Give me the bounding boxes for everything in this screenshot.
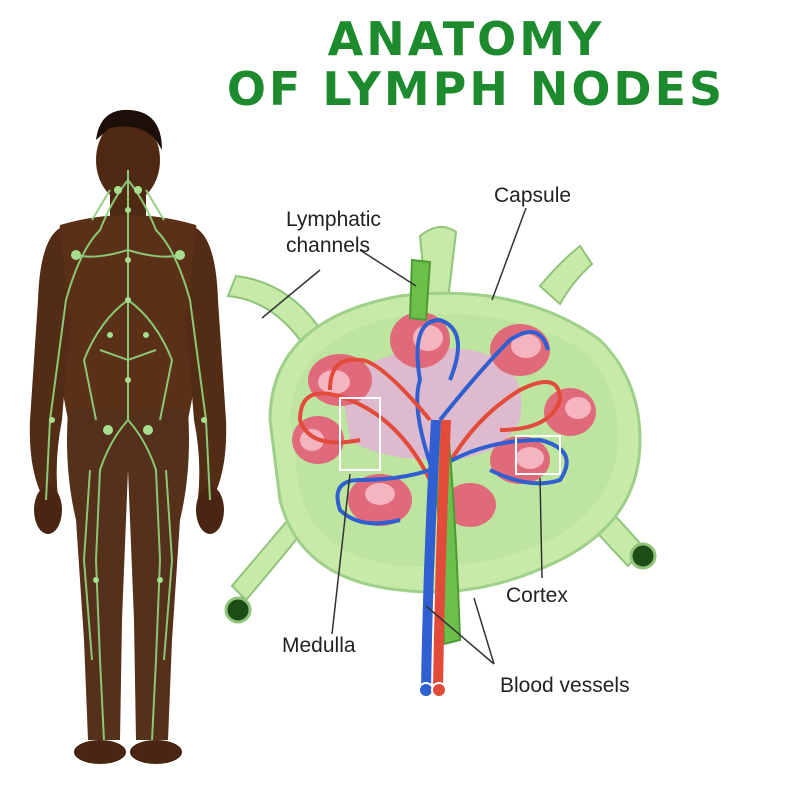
vessel-opening-right xyxy=(629,542,657,570)
cortex-highlight-box xyxy=(515,435,561,475)
left-hand xyxy=(34,486,62,534)
vein-opening xyxy=(418,682,434,698)
title-line-1: ANATOMY xyxy=(327,12,605,66)
left-arm xyxy=(29,228,70,500)
afferent-lymphatic-top xyxy=(408,258,432,322)
left-foot xyxy=(74,740,126,764)
hair xyxy=(96,109,162,150)
head xyxy=(96,118,160,202)
vein xyxy=(421,419,441,691)
label-capsule: Capsule xyxy=(494,184,571,207)
vessel-loops xyxy=(297,317,569,526)
artery xyxy=(433,419,451,691)
title-line-2: OF LYMPH NODES xyxy=(226,62,726,116)
right-hand xyxy=(196,486,224,534)
medulla-highlight-box xyxy=(339,397,381,471)
label-lymphatic-line2: channels xyxy=(286,234,370,257)
label-blood-vessels: Blood vessels xyxy=(500,674,630,697)
body-lymph-network xyxy=(45,170,211,741)
vessel-opening-left xyxy=(224,596,252,624)
right-arm xyxy=(186,228,227,500)
label-lymphatic-line1: Lymphatic xyxy=(286,208,381,231)
right-foot xyxy=(130,740,182,764)
legs xyxy=(67,410,189,740)
human-figure xyxy=(29,109,227,764)
body-lymph-nodes xyxy=(49,186,207,583)
leader-lines xyxy=(261,207,543,665)
lymph-node-diagram xyxy=(224,225,657,698)
label-medulla: Medulla xyxy=(282,634,356,657)
label-cortex: Cortex xyxy=(506,584,568,607)
artery-opening xyxy=(431,682,447,698)
